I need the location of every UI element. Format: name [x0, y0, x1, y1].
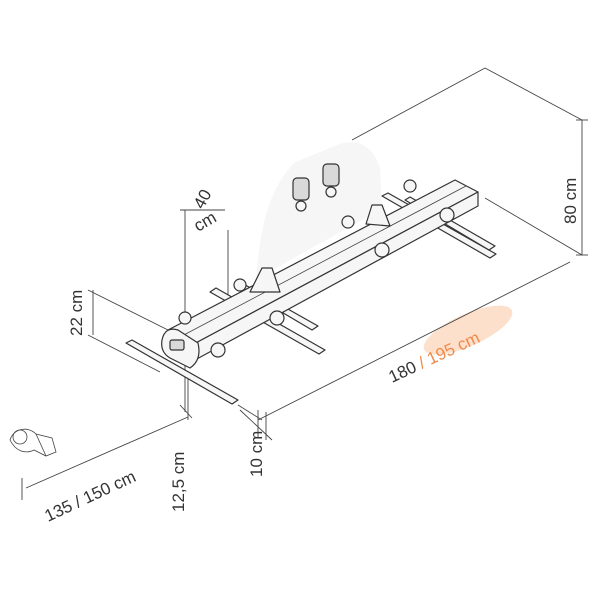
wheel-spacing-unit: cm	[191, 208, 220, 236]
highlight-glow	[423, 305, 513, 355]
ball-height-label: 12,5 cm	[169, 452, 188, 512]
bike-carrier	[125, 142, 497, 405]
knobs	[178, 179, 455, 358]
frame-clamp-1	[292, 177, 310, 212]
tow-ball-icon	[9, 428, 57, 457]
rail-gap-label: 10 cm	[247, 431, 266, 477]
dimension-lines	[21, 67, 588, 500]
frame-clamp-2	[322, 163, 340, 198]
rail-height-label: 22 cm	[67, 290, 86, 336]
holding-arch	[249, 142, 391, 293]
height-label: 80 cm	[561, 178, 580, 224]
end-cap	[161, 328, 200, 369]
ball-distance-label: 135 / 150 cm	[42, 467, 139, 526]
wheel-spacing-label: 40	[190, 186, 216, 212]
main-beam	[167, 179, 479, 361]
